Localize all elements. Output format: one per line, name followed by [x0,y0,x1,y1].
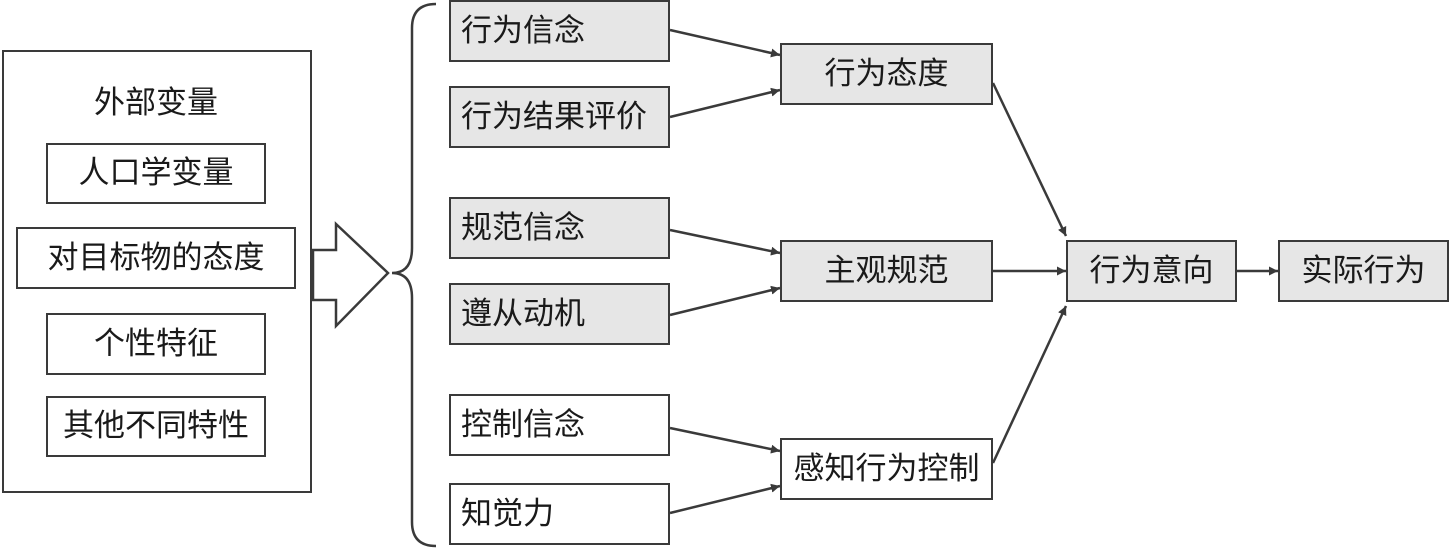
arrow-motivation-to-norm [669,285,781,317]
behavioral-belief-box: 行为信念 [449,0,670,62]
subjective-norm-box: 主观规范 [780,240,993,302]
arrow-control-belief-to-control [669,426,781,454]
actual-behavior-box: 实际行为 [1278,240,1449,302]
arrow-control-to-intention [991,305,1068,464]
external-variables-title: 外部变量 [94,85,218,121]
external-item-demographics: 人口学变量 [46,143,266,204]
arrow-power-to-control [669,483,781,515]
external-item-attitude-to-target: 对目标物的态度 [16,227,296,289]
external-item-personality: 个性特征 [46,313,266,375]
arrow-attitude-to-intention [991,82,1068,237]
outcome-evaluation-box: 行为结果评价 [449,86,670,148]
arrow-behavioral-belief-to-attitude [669,28,781,58]
perceived-power-box: 知觉力 [449,483,670,545]
hollow-arrow [311,221,390,330]
curly-brace [391,2,437,548]
attitude-box: 行为态度 [780,43,993,105]
intention-box: 行为意向 [1066,240,1237,302]
control-belief-box: 控制信念 [449,394,670,456]
arrow-outcome-evaluation-to-attitude [669,87,781,119]
external-item-other-traits: 其他不同特性 [46,396,266,457]
normative-belief-box: 规范信念 [449,197,670,259]
motivation-to-comply-box: 遵从动机 [449,283,670,345]
arrow-normative-belief-to-norm [669,228,781,256]
perceived-control-box: 感知行为控制 [780,438,993,500]
